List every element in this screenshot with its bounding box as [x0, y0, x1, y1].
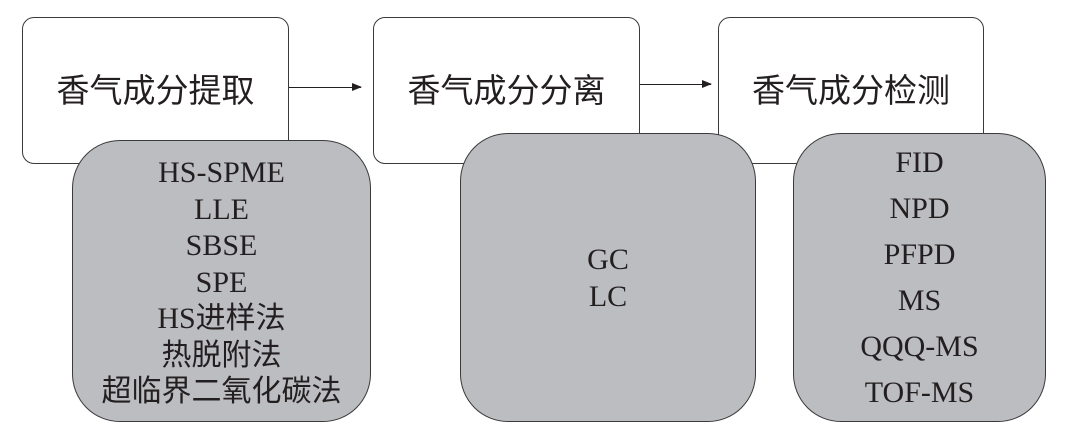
stage-box-extraction: 香气成分提取: [22, 17, 289, 164]
method-item: SPE: [195, 265, 248, 299]
method-item: MS: [897, 283, 942, 317]
stage-title-extraction: 香气成分提取: [56, 74, 255, 110]
arrow-right-icon: [640, 78, 712, 90]
method-item: LLE: [194, 192, 249, 226]
method-item: QQQ-MS: [860, 329, 979, 363]
methods-box-detection: FID NPD PFPD MS QQQ-MS TOF-MS: [793, 133, 1046, 422]
method-item: 超临界二氧化碳法: [101, 375, 342, 409]
stage-title-detection: 香气成分检测: [752, 74, 950, 110]
method-item: FID: [895, 145, 944, 179]
methods-box-extraction: HS-SPME LLE SBSE SPE HS进样法 热脱附法 超临界二氧化碳法: [72, 140, 371, 422]
method-item: HS进样法: [157, 302, 286, 336]
method-item: LC: [588, 279, 628, 313]
stage-title-separation: 香气成分分离: [407, 74, 606, 110]
method-item: SBSE: [185, 229, 258, 263]
method-item: PFPD: [883, 237, 956, 271]
method-item: 热脱附法: [161, 338, 282, 372]
methods-box-separation: GC LC: [460, 133, 756, 422]
method-item: GC: [587, 242, 629, 276]
arrow-right-icon: [289, 81, 362, 93]
method-item: NPD: [889, 191, 950, 225]
method-item: TOF-MS: [864, 375, 975, 409]
method-item: HS-SPME: [158, 156, 285, 190]
